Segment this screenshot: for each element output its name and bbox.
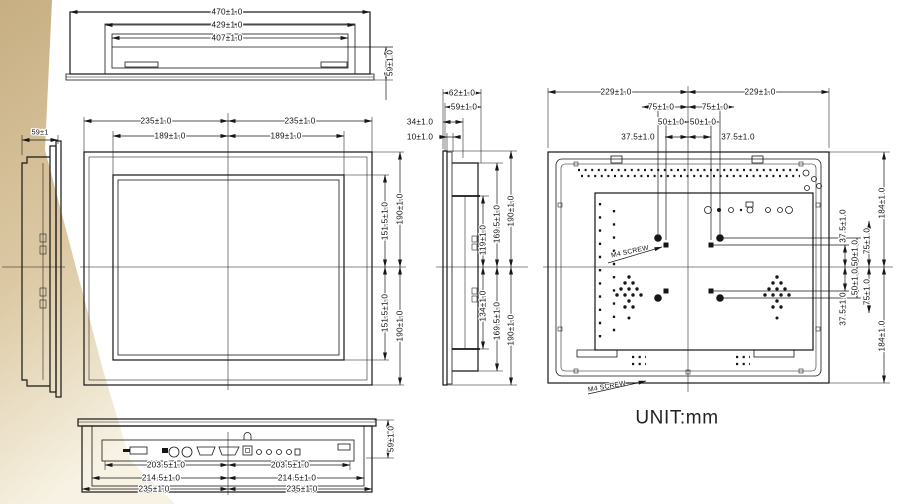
dim-label: 407±1.0: [212, 34, 243, 43]
side-slot: [337, 443, 351, 451]
dim-label: 190±1.0: [396, 310, 405, 341]
dim-label: 37.5±1.0: [721, 133, 755, 142]
dim-label: 59±1: [32, 128, 49, 137]
speaker-hole-cluster: [615, 275, 643, 320]
dim-label: 62±1.0: [449, 89, 475, 98]
vesa-mount-holes: [654, 234, 724, 302]
front-view: 235±1.0 235±1.0 189±1.0 189±1.0 151.5±1.…: [80, 113, 406, 390]
connector-holes-row: [704, 201, 793, 214]
kensington-slot: [243, 432, 252, 440]
right-side-view: 62±1.0 59±1.0 34±1.0 10±1.0 119±1.0 169.…: [406, 87, 528, 386]
dsub-connector: [218, 446, 240, 456]
speaker-hole-cluster: [763, 275, 791, 320]
osd-button: [256, 449, 262, 455]
corner-holes: [802, 169, 822, 191]
dim-label: 59±1.0: [386, 50, 395, 76]
dim-label: 34±1.0: [407, 118, 433, 127]
dim-label: 50±1.0: [851, 269, 860, 295]
dim-label: 189±1.0: [271, 132, 302, 141]
dim-label: 75±1.0: [863, 279, 872, 305]
square-connector: [242, 445, 253, 456]
dim-label: 235±1.0: [139, 485, 170, 494]
dim-label: 50±1.0: [658, 118, 684, 127]
dim-label: 470±1.0: [212, 8, 243, 17]
dim-label: 50±1.0: [690, 118, 716, 127]
dim-label: 169.5±1.0: [493, 302, 502, 340]
m4-screw-callout: M4 SCREW: [607, 244, 663, 264]
dim-label: 214.5±1.0: [278, 474, 316, 483]
power-connector: [129, 446, 148, 455]
dim-label: 203.5±1.0: [271, 461, 309, 470]
dim-label: 75±1.0: [863, 228, 872, 254]
dim-label: 75±1.0: [702, 103, 728, 112]
unit-label: UNIT:mm: [635, 408, 718, 429]
round-connector: [181, 446, 193, 458]
osd-button: [266, 449, 272, 455]
osd-button: [286, 449, 292, 455]
dim-label: 10±1.0: [407, 133, 433, 142]
dim-label: 203.5±1.0: [147, 461, 185, 470]
dim-label: 214.5±1.0: [142, 474, 180, 483]
dim-label: 75±1.0: [648, 103, 674, 112]
dim-label: 190±1.0: [507, 314, 516, 345]
dim-label: 37.5±1.0: [621, 133, 655, 142]
dim-label: 59±1.0: [451, 103, 477, 112]
left-side-view: 59±1: [2, 126, 65, 398]
dim-label: 189±1.0: [155, 132, 186, 141]
dim-label: 50±1.0: [851, 240, 860, 266]
chassis-screws: [557, 161, 821, 375]
dsub-connector: [196, 446, 216, 456]
dim-label: 190±1.0: [507, 195, 516, 226]
m4-screw-callout: M4 SCREW: [587, 379, 647, 394]
dim-label: 151.5±1.0: [381, 294, 390, 332]
dim-label: 184±1.0: [878, 187, 887, 218]
dim-label: 37.5±1.0: [839, 292, 848, 326]
background-accent-wedge: [0, 0, 175, 504]
dim-label: 169.5±1.0: [493, 205, 502, 243]
dim-label: 59±1.0: [387, 426, 396, 452]
rear-view: M4 SCREW M4 SCREW 229±1.0 229±1.0 75±1.0…: [543, 86, 893, 394]
connector-row: [123, 443, 351, 458]
dim-label: 229±1.0: [601, 88, 632, 97]
dim-label: 151.5±1.0: [381, 202, 390, 240]
round-connector: [168, 446, 180, 458]
dim-label: 119±1.0: [479, 225, 488, 256]
dim-label: 235±1.0: [285, 117, 316, 126]
dim-label: 134±1.0: [479, 290, 488, 321]
dim-label: 37.5±1.0: [839, 209, 848, 243]
dim-label: 229±1.0: [745, 88, 776, 97]
dim-label: 235±1.0: [141, 117, 172, 126]
dim-label: 429±1.0: [212, 21, 243, 30]
dim-label: 190±1.0: [396, 193, 405, 224]
dim-label: 235±1.0: [287, 485, 318, 494]
osd-button: [276, 449, 282, 455]
m4-screw-label: M4 SCREW: [611, 245, 650, 260]
top-view: 470±1.0 429±1.0 407±1.0 59±1.0: [65, 6, 396, 100]
bottom-view: 203.5±1.0 203.5±1.0 214.5±1.0 214.5±1.0 …: [77, 418, 397, 495]
dim-label: 184±1.0: [878, 320, 887, 351]
